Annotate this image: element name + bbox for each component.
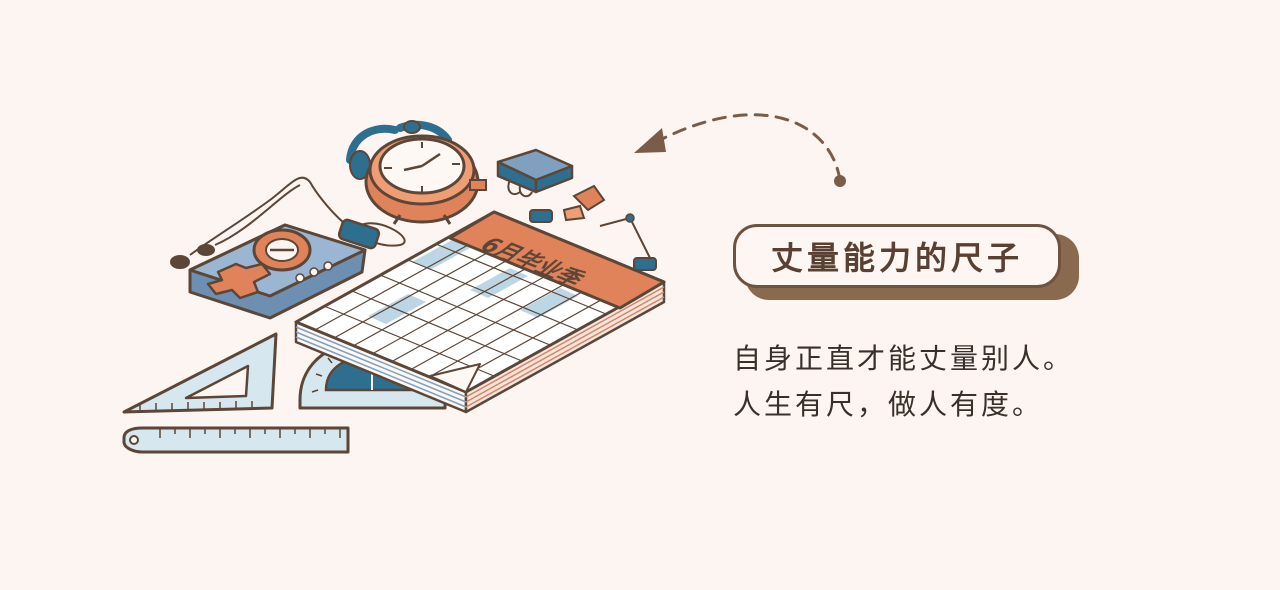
body-line-2: 人生有尺，做人有度。 [733,388,1044,421]
binder-clip-icon [496,148,574,198]
earphones-icon [170,176,406,269]
set-square-icon [122,332,278,414]
title-badge: 丈量能力的尺子 [733,224,1079,300]
body-text: 自身正直才能丈量别人。 人生有尺，做人有度。 [733,336,1074,428]
mp3-player-icon [188,218,381,320]
paper-scraps [562,184,606,222]
body-line-1: 自身正直才能丈量别人。 [733,342,1075,375]
calendar-icon: 6月毕业季 [294,209,666,414]
title-badge-text: 丈量能力的尺子 [770,239,1023,277]
ruler-icon [122,426,350,454]
dashed-arrow-icon [634,113,846,187]
title-badge-face: 丈量能力的尺子 [733,224,1061,288]
alarm-clock-icon [346,120,487,225]
